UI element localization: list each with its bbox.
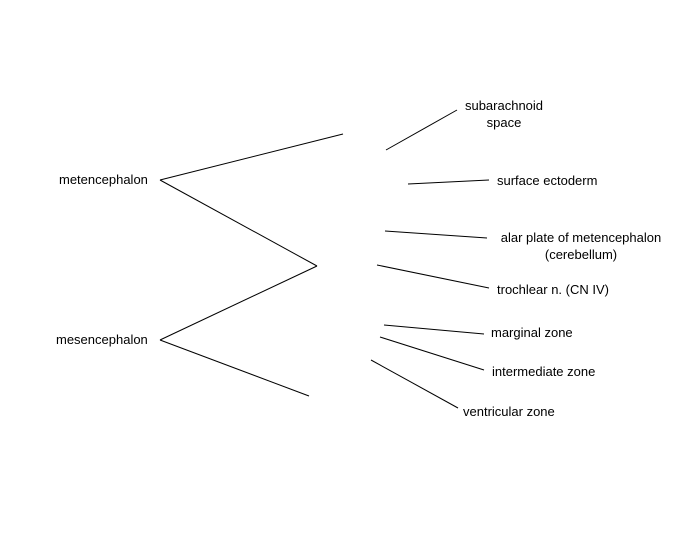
intermediate-zone-leader bbox=[379, 336, 485, 371]
ventricular-zone-leader bbox=[370, 359, 459, 409]
alar-plate-label: alar plate of metencephalon (cerebellum) bbox=[489, 229, 673, 263]
marginal-zone-leader bbox=[383, 324, 485, 335]
ventricular-zone-label: ventricular zone bbox=[463, 404, 555, 419]
alar-plate-label-line1: alar plate of metencephalon bbox=[500, 230, 662, 245]
trochlear-nerve-label: trochlear n. (CN IV) bbox=[497, 282, 609, 297]
mesencephalon-upper-line bbox=[159, 265, 318, 341]
subarachnoid-space-label: subarachnoid space bbox=[452, 97, 556, 131]
intermediate-zone-label: intermediate zone bbox=[492, 364, 596, 379]
metencephalon-upper-line bbox=[159, 133, 344, 181]
mesencephalon-lower-line bbox=[159, 339, 310, 397]
metencephalon-label: metencephalon bbox=[59, 172, 148, 187]
metencephalon-lower-line bbox=[159, 179, 318, 267]
surface-ectoderm-label: surface ectoderm bbox=[497, 173, 598, 188]
alar-plate-label-line2: (cerebellum) bbox=[544, 247, 618, 262]
alar-plate-leader bbox=[384, 230, 488, 239]
trochlear-nerve-leader bbox=[376, 264, 490, 289]
mesencephalon-label: mesencephalon bbox=[56, 332, 148, 347]
subarachnoid-space-label-line1: subarachnoid bbox=[464, 98, 544, 113]
surface-ectoderm-leader bbox=[407, 179, 490, 185]
subarachnoid-space-label-line2: space bbox=[486, 115, 522, 130]
subarachnoid-space-leader bbox=[385, 109, 458, 151]
marginal-zone-label: marginal zone bbox=[491, 325, 573, 340]
